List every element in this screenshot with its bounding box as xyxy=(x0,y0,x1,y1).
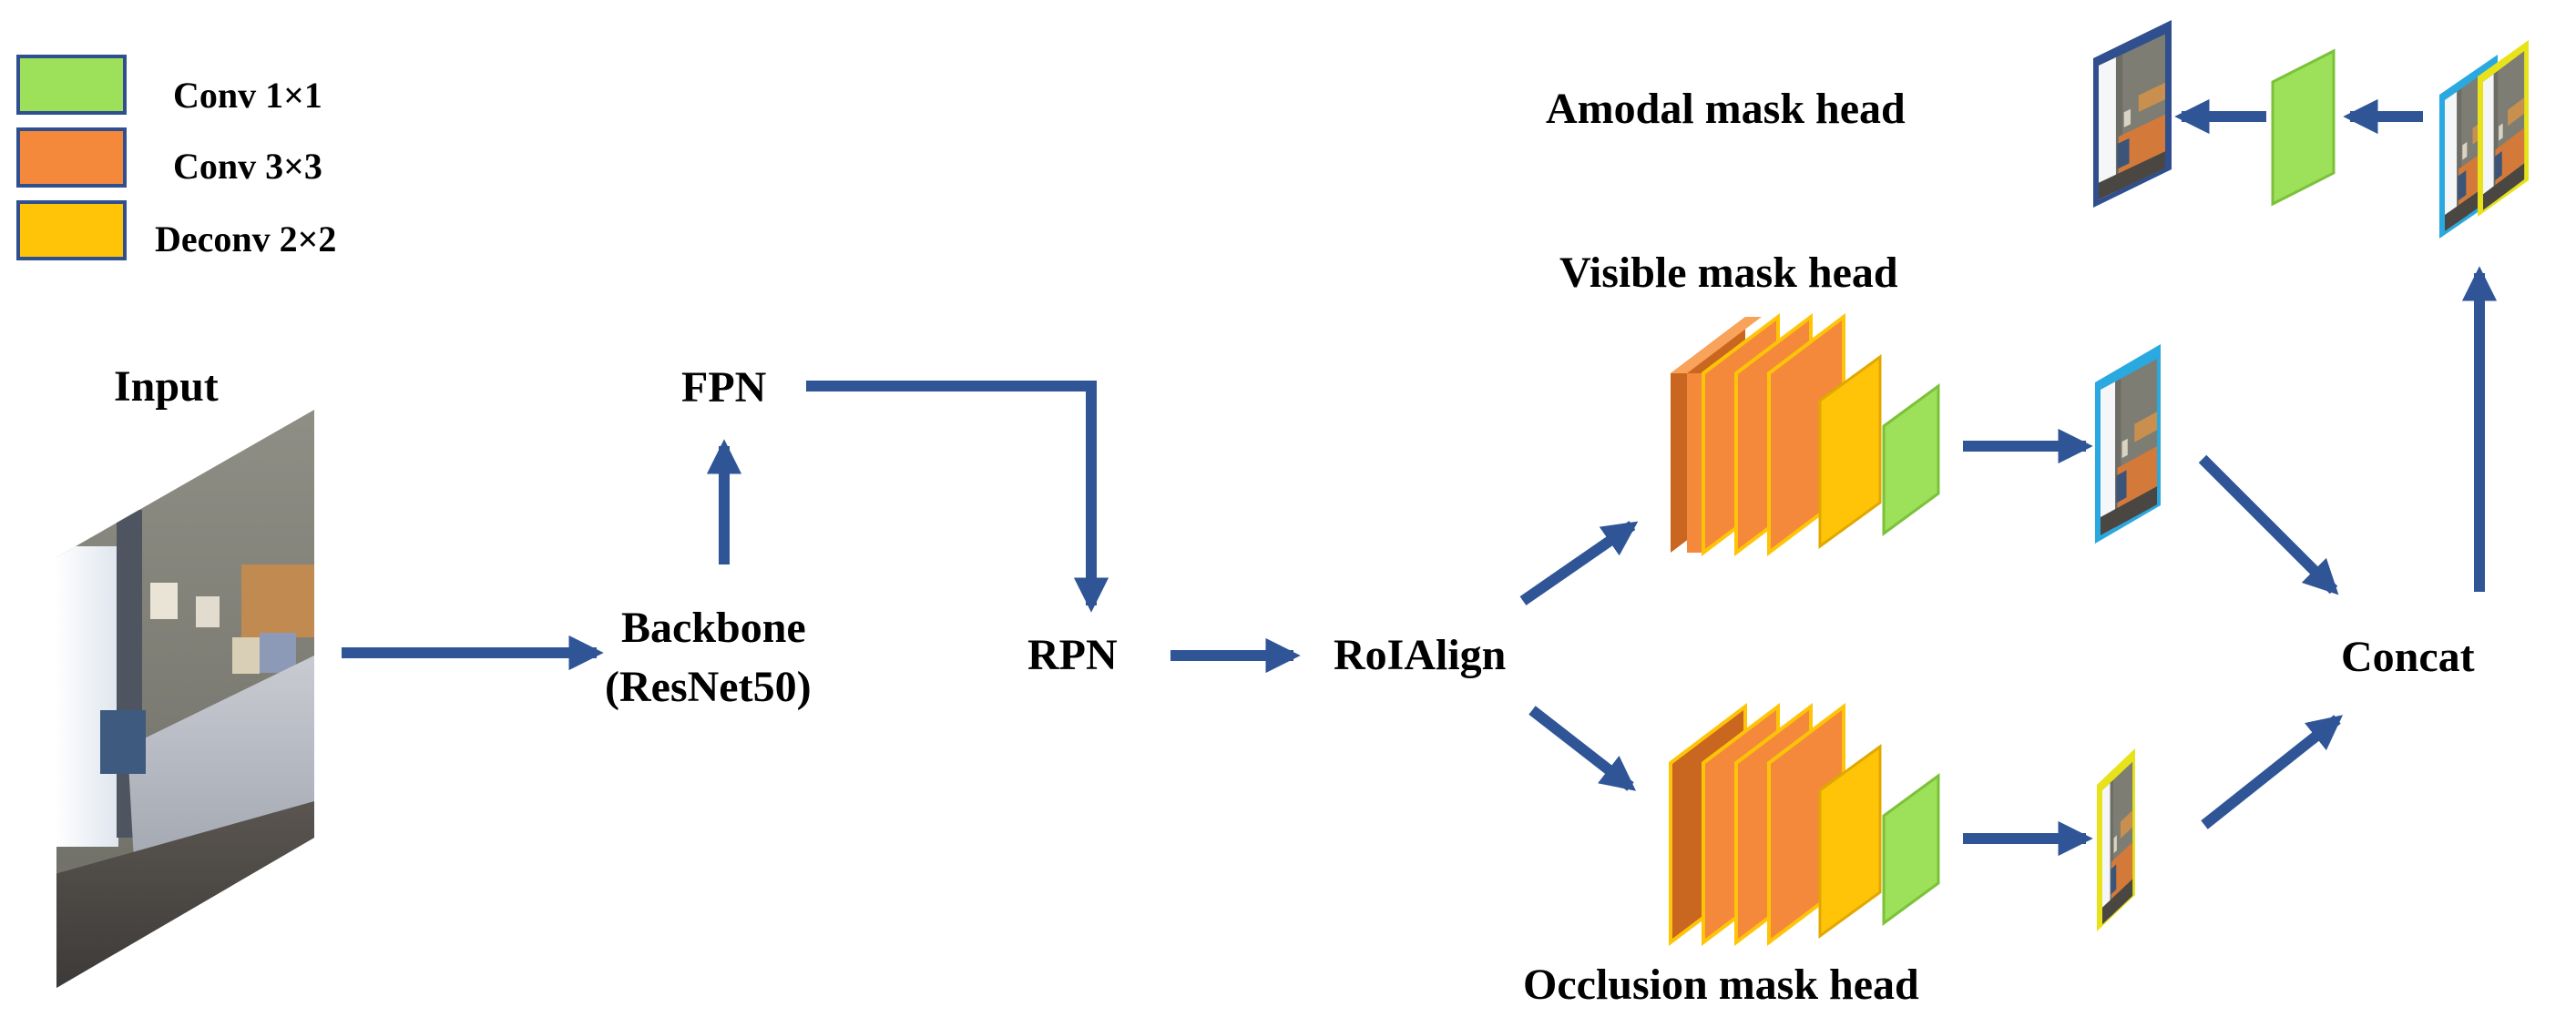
occlusion-conv1x1-layer xyxy=(1882,773,1940,926)
occlusion-head-label: Occlusion mask head xyxy=(1523,961,1919,1009)
legend-swatch-conv1x1 xyxy=(16,55,127,115)
amodal-mask-thumbnail xyxy=(2093,20,2172,208)
arrows xyxy=(342,98,2498,857)
legend-label-conv1x1: Conv 1×1 xyxy=(173,75,322,116)
visible-head-label: Visible mask head xyxy=(1559,249,1898,297)
roialign-label: RoIAlign xyxy=(1334,631,1506,679)
backbone-label: Backbone xyxy=(621,604,806,652)
arrow-roialign-to-occlusion-head xyxy=(1528,706,1637,791)
amodal-head-label: Amodal mask head xyxy=(1546,85,1906,133)
arrow-fpn-to-rpn xyxy=(806,381,1109,613)
concat-label: Concat xyxy=(2341,633,2475,681)
input-label: Input xyxy=(114,362,219,411)
legend-item-conv1x1: Conv 1×1 xyxy=(16,55,322,116)
input-image xyxy=(56,410,314,988)
amodal-input-stack xyxy=(2439,40,2529,239)
legend-item-deconv2x2: Deconv 2×2 xyxy=(16,200,336,260)
visible-mask-thumbnail xyxy=(2095,344,2161,544)
arrow-visible-mask-to-concat xyxy=(2198,454,2339,595)
legend-item-conv3x3: Conv 3×3 xyxy=(16,127,322,188)
fpn-label: FPN xyxy=(681,363,767,412)
visible-conv1x1-layer xyxy=(1882,383,1940,536)
arrow-occlusion-mask-to-concat xyxy=(2201,715,2344,829)
legend-label-conv3x3: Conv 3×3 xyxy=(173,146,322,187)
legend-swatch-deconv2x2 xyxy=(16,200,127,260)
visible-mask-head-layers xyxy=(1671,312,1940,557)
legend-label-deconv2x2: Deconv 2×2 xyxy=(155,219,336,259)
arrow-roialign-to-visible-head xyxy=(1519,521,1639,605)
legend-swatch-conv3x3 xyxy=(16,127,127,188)
legend: Conv 1×1 Conv 3×3 Deconv 2×2 xyxy=(16,55,336,260)
occlusion-mask-head-layers xyxy=(1669,702,1940,947)
occlusion-mask-thumbnail xyxy=(2097,748,2135,931)
backbone-sublabel: (ResNet50) xyxy=(605,663,812,711)
visible-deconv2x2-layer xyxy=(1818,354,1882,549)
occlusion-deconv2x2-layer xyxy=(1818,744,1882,939)
amodal-conv1x1-layer xyxy=(2271,48,2336,207)
rpn-label: RPN xyxy=(1027,631,1118,679)
